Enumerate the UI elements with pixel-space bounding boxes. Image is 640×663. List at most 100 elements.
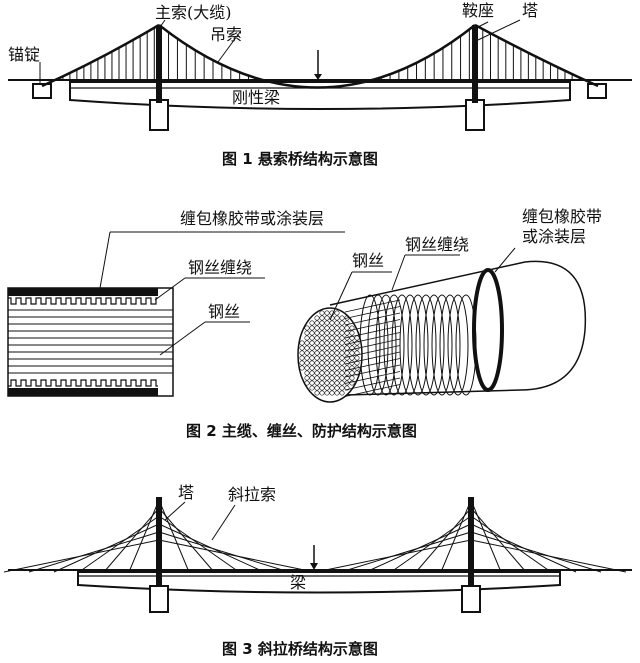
tower-left — [156, 497, 162, 587]
wire-end — [334, 385, 340, 391]
wire-end — [304, 365, 310, 371]
wire-end — [324, 380, 330, 386]
pier-right — [465, 99, 485, 131]
wire-end — [339, 375, 345, 381]
wire-wrap-rings — [359, 294, 477, 396]
wire-end — [309, 325, 315, 331]
cable-stayed-bridge-figure: 塔 斜拉索 梁 图 3 斜拉桥结构示意图 — [3, 483, 632, 658]
wire-end — [314, 325, 320, 331]
main-cable-center — [158, 24, 476, 89]
hatch-line — [344, 325, 401, 339]
wire-end — [344, 375, 350, 381]
wire-end — [334, 355, 340, 361]
hatch-line — [344, 332, 401, 345]
wire-end — [339, 365, 345, 371]
label-saddle: 鞍座 — [462, 1, 494, 20]
wire-end — [314, 375, 320, 381]
wire-end — [304, 325, 310, 331]
wire-end — [339, 345, 345, 351]
wire-end — [329, 365, 335, 371]
wire-end — [319, 355, 325, 361]
suspension-bridge-figure: 主索(大缆) 鞍座 塔 吊索 锚锭 刚性梁 图 1 悬索桥结构示意图 — [8, 1, 632, 168]
wire-end — [319, 320, 325, 326]
hatch-line — [158, 539, 315, 573]
wire-end — [324, 365, 330, 371]
wire-end — [329, 370, 335, 376]
wire-end — [349, 345, 355, 351]
wire-end — [334, 330, 340, 336]
pier-right — [461, 585, 481, 613]
wire-end — [309, 370, 315, 376]
wire-end — [309, 345, 315, 351]
hatch-line — [344, 312, 401, 326]
wire-wrap-ring — [455, 294, 477, 396]
wire-end — [329, 330, 335, 336]
label-stay-cable: 斜拉索 — [228, 485, 276, 504]
wire-end — [349, 365, 355, 371]
wire-end — [344, 325, 350, 331]
wire-end — [339, 370, 345, 376]
hatch-line — [470, 531, 602, 573]
wire-end — [314, 335, 320, 341]
label-tower: 塔 — [522, 1, 538, 20]
cable-longitudinal-section — [7, 287, 174, 397]
wire-end — [334, 390, 340, 396]
wire-end — [314, 315, 320, 321]
wire-end — [354, 360, 360, 366]
figure1-caption: 图 1 悬索桥结构示意图 — [222, 150, 378, 168]
wire-end — [304, 345, 310, 351]
label-stiff-girder: 刚性梁 — [232, 88, 280, 107]
hatch-line — [470, 539, 627, 573]
wire-end — [354, 340, 360, 346]
wire-end — [309, 360, 315, 366]
hatch-line — [344, 299, 401, 313]
wire-end — [324, 340, 330, 346]
wire-wrap-ring — [391, 294, 413, 396]
wire-end — [319, 335, 325, 341]
wire-end — [304, 355, 310, 361]
wire-wrap-pattern — [8, 297, 158, 387]
wire-end — [299, 355, 305, 361]
wire-end — [349, 340, 355, 346]
wire-end — [339, 335, 345, 341]
label-wrap-right-line2: 或涂装层 — [522, 227, 586, 246]
wire-end — [334, 360, 340, 366]
wire-end — [314, 390, 320, 396]
wire-end — [324, 360, 330, 366]
wire-end — [304, 380, 310, 386]
wire-end — [314, 385, 320, 391]
hatch-line — [344, 306, 401, 319]
wire-end — [324, 385, 330, 391]
hatch-line — [440, 499, 472, 573]
wire-end — [329, 345, 335, 351]
wire-end — [324, 320, 330, 326]
wire-end — [309, 340, 315, 346]
wire-end — [304, 340, 310, 346]
wire-end — [314, 355, 320, 361]
wire-end — [329, 380, 335, 386]
stiffening-girder — [69, 81, 571, 110]
wire-end — [334, 325, 340, 331]
label-wire-wrap-left: 钢丝缠绕 — [188, 258, 252, 277]
wire-end — [324, 375, 330, 381]
wire-end — [309, 375, 315, 381]
hatch-line — [344, 319, 401, 332]
wire-end — [334, 365, 340, 371]
wire-end — [304, 335, 310, 341]
wrap-band — [472, 268, 504, 392]
wire-end — [329, 335, 335, 341]
wire-end — [299, 350, 305, 356]
wire-end — [339, 330, 345, 336]
wire-end — [349, 330, 355, 336]
wire-end — [319, 385, 325, 391]
figure3-caption: 图 3 斜拉桥结构示意图 — [222, 640, 378, 658]
wire-end — [344, 355, 350, 361]
wire-end — [304, 350, 310, 356]
wire-wrap-ring — [447, 294, 469, 396]
wire-end — [309, 385, 315, 391]
wire-end — [339, 340, 345, 346]
wire-end — [304, 330, 310, 336]
label-hanger: 吊索 — [210, 25, 242, 44]
label-wire-right: 钢丝 — [352, 251, 384, 270]
wire-end — [314, 360, 320, 366]
